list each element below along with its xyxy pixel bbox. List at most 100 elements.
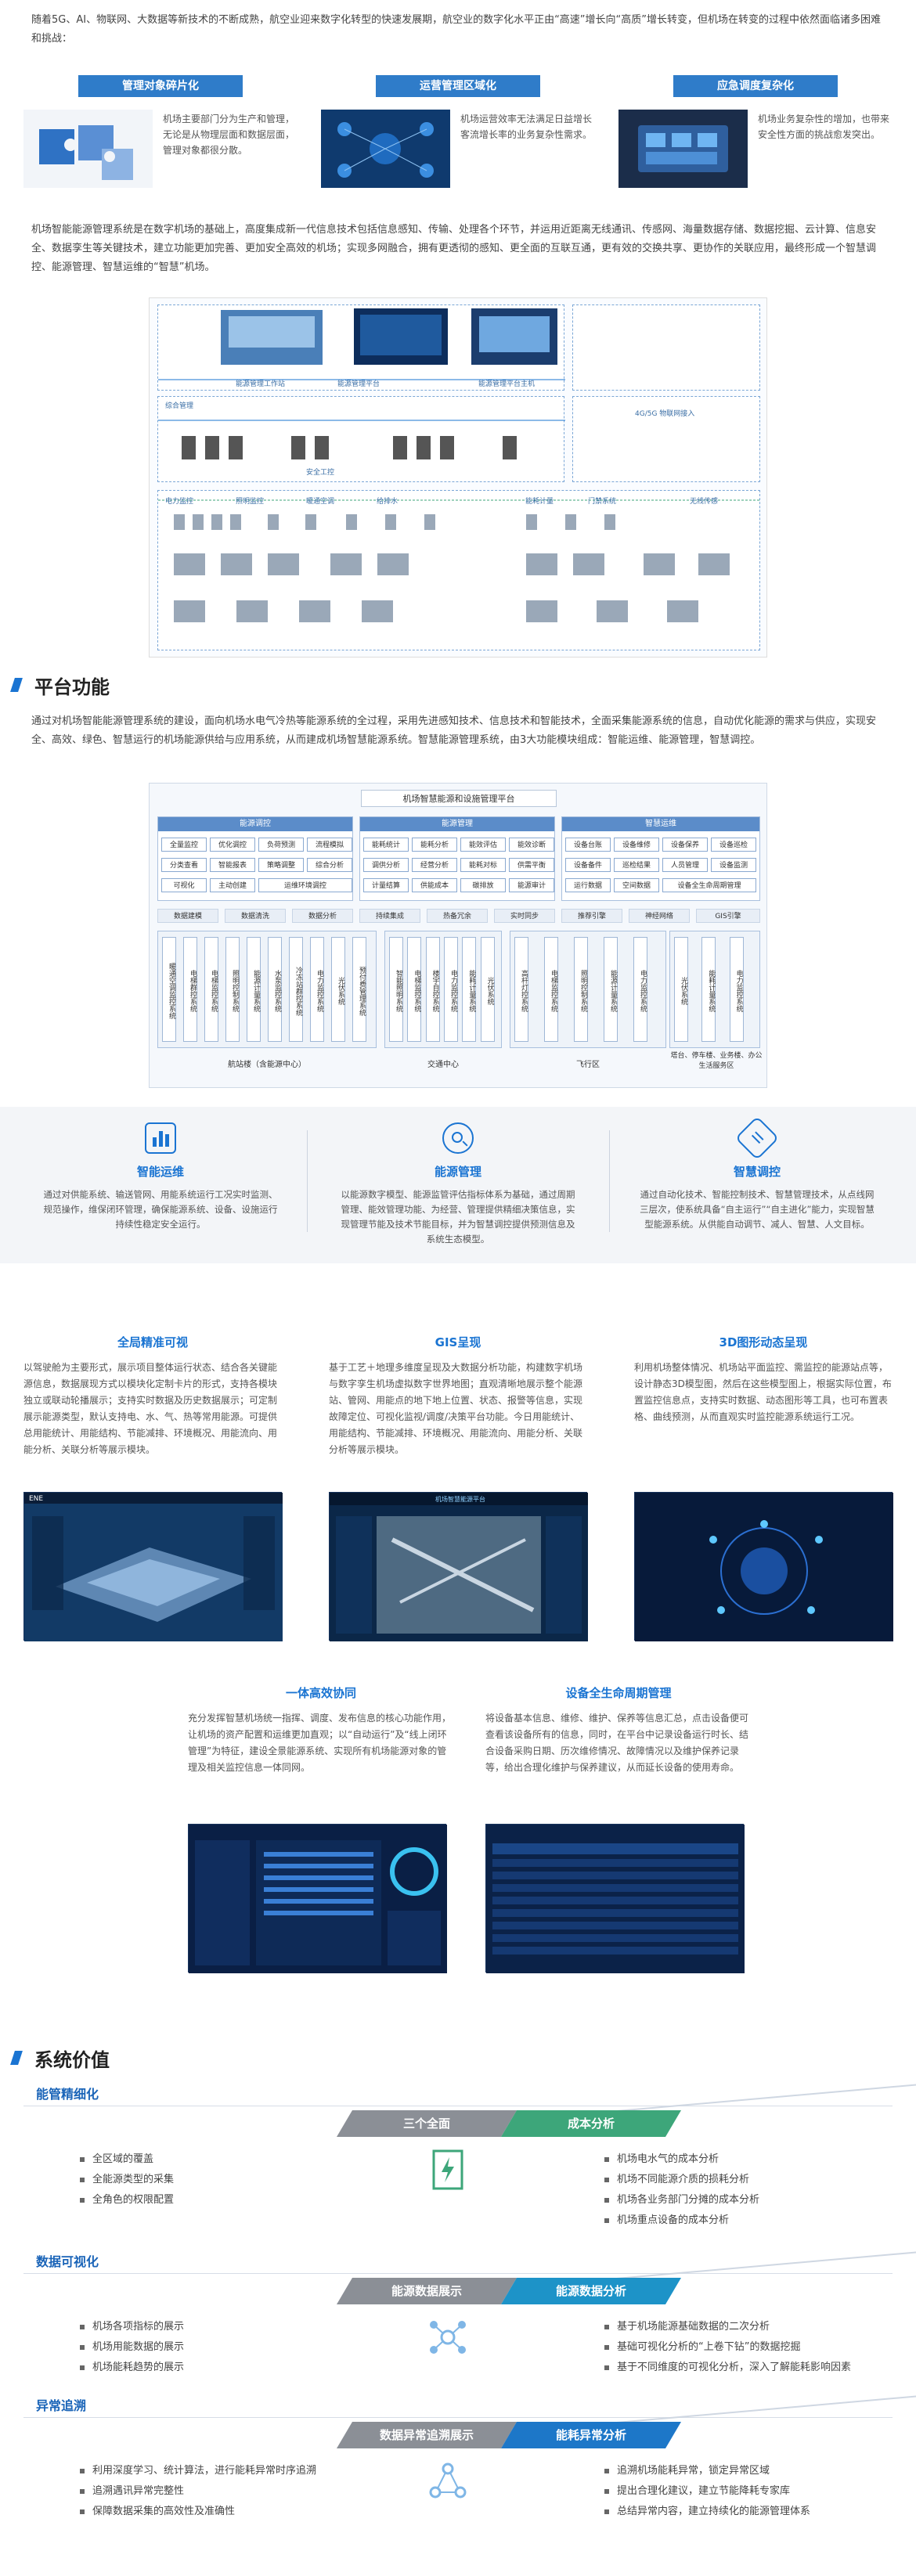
arch-middle-servers <box>158 420 565 459</box>
search-refresh-icon <box>442 1122 474 1154</box>
system-column: 能耗计量系统 <box>462 937 477 1042</box>
area-label: 飞行区 <box>576 1061 600 1069</box>
puzzle-illustration <box>23 110 153 188</box>
area-label: 塔台、停车楼、业务楼、办公生活服务区 <box>670 1052 763 1070</box>
system-column: 能源计量系统 <box>604 937 618 1042</box>
system-column: 电梯监控系统 <box>407 937 422 1042</box>
device-list-view <box>486 1825 745 1973</box>
arch-label: 综合管理 <box>165 402 194 410</box>
arch-middle-tier <box>157 396 565 482</box>
screenshot-airport-3d: ENE <box>23 1492 283 1641</box>
challenge-title: 运营管理区域化 <box>376 75 540 97</box>
arch-label: 能耗计量 <box>525 498 554 506</box>
screenshot-device-list <box>485 1824 745 1973</box>
function-gis: GIS呈现 基于工艺＋地理多维度呈现及大数据分析功能，构建数字机场与数字孪生机场… <box>329 1335 583 1455</box>
screenshot-3d-dynamic <box>634 1492 893 1641</box>
value-tag-left: 数据异常追溯展示 <box>337 2422 517 2448</box>
arch-label: 能源管理平台主机 <box>478 380 536 388</box>
brand-text: ENE <box>29 1495 43 1503</box>
platform-group-maintenance: 智慧运维 设备台账 设备维修 设备保养 设备巡检 设备备件 巡检结果 人员管理 … <box>561 816 760 901</box>
function-collaboration: 一体高效协同 充分发挥智慧机场统一指挥、调度、发布信息的核心功能作用，让机场的资… <box>188 1686 452 1773</box>
architecture-diagram: 能源管理工作站 综合管理 能源管理平台 能源管理平台主机 4G/5G 物联网接入… <box>149 297 767 658</box>
challenge-text: 机场业务复杂性的增加，也带来安全性方面的挑战愈发突出。 <box>758 113 890 140</box>
challenge-card-3: 应急调度复杂化 机场业务复杂性的增加，也带来安全性方面的挑战愈发突出。 <box>618 75 893 193</box>
challenge-text: 机场运营效率无法满足日益增长客流增长率的业务复杂性需求。 <box>460 113 593 140</box>
bar-chart-icon <box>145 1122 176 1154</box>
arch-label: 能源管理平台 <box>337 380 380 388</box>
arch-field-tier <box>157 490 761 650</box>
challenge-card-2: 运营管理区域化 机场运营效率无法满足日益增长客流增长率的业务复杂性需求。 <box>321 75 595 193</box>
section-platform-heading: 平台功能 <box>10 672 326 700</box>
function-global-visual: 全局精准可视 以驾驶舱为主要形式，展示项目整体运行状态、结合各关键能源信息，数据… <box>23 1335 278 1455</box>
system-column: 电梯监控系统 <box>204 937 218 1042</box>
feature-smart-control: 智慧调控 通过自动化技术、智能控制技术、智慧管理技术，从点线网三层次，使系统具备… <box>612 1115 902 1252</box>
area-label: 航站楼（含能源中心） <box>228 1061 306 1069</box>
system-column: 暖通空调监控系统 <box>162 937 176 1042</box>
value-right-list: 机场电水气的成本分析 机场不同能源介质的损耗分析 机场各业务部门分摊的成本分析 … <box>603 2149 759 2231</box>
feature-energy-mgmt: 能源管理 以能源数字模型、能源监管评估指标体系为基础，通过周期管理、能效管理功能… <box>313 1122 603 1252</box>
function-lifecycle: 设备全生命周期管理 将设备基本信息、维修、维护、保养等信息汇总，点击设备便可查看… <box>485 1686 749 1773</box>
value-block-fine-mgmt: 能管精细化 三个全面 成本分析 全区域的覆盖 全能源类型的采集 全角色的权限配置… <box>23 2082 916 2240</box>
arch-field-devices <box>158 499 761 622</box>
arch-top-images <box>158 308 565 380</box>
arch-label: 能源管理工作站 <box>236 380 286 388</box>
value-tag-left: 能源数据展示 <box>337 2278 517 2304</box>
arch-label: 无线传感 <box>690 498 719 506</box>
system-column: 水泵监控系统 <box>268 937 282 1042</box>
arch-label: 给排水 <box>377 498 398 506</box>
platform-group-dispatch: 能源调控 全量监控 优化调控 负荷预测 流程模拟 分类查看 智能报表 策略调整 … <box>157 816 353 901</box>
network-nodes-icon <box>430 2321 466 2354</box>
value-left-list: 机场各项指标的展示 机场用能数据的展示 机场能耗趋势的展示 <box>78 2317 184 2378</box>
arch-label: 暖通空调 <box>306 498 335 506</box>
platform-title: 机场智慧能源和设施管理平台 <box>361 790 557 807</box>
dashboard-view <box>189 1825 447 1973</box>
function-3d: 3D图形动态呈现 利用机场整体情况、机场站平面监控、需监控的能源站点等，设计静态… <box>634 1335 892 1422</box>
value-right-list: 追溯机场能耗异常，锁定异常区域 提出合理化建议，建立节能降耗专家库 总结异常内容… <box>603 2461 810 2522</box>
arch-label: 安全工控 <box>306 469 335 477</box>
section-title: 平台功能 <box>34 676 110 698</box>
system-column: 光伏系统 <box>331 937 345 1042</box>
platform-title-text: 机场智慧能源平台 <box>435 1495 485 1503</box>
network-illustration <box>321 110 450 188</box>
arch-label: 电力监控 <box>165 498 194 506</box>
lightning-document-icon <box>432 2149 463 2190</box>
system-column: 智能照明系统 <box>389 937 403 1042</box>
arch-iot-tier <box>572 396 760 482</box>
system-column: 光伏系统 <box>480 937 495 1042</box>
feature-smart-ops: 智能运维 通过对供能系统、输送管网、用能系统运行工况实时监测、规范操作，维保闭环… <box>16 1122 305 1252</box>
molecule-icon <box>429 2463 467 2499</box>
value-tag-right: 能源数据分析 <box>501 2278 681 2304</box>
value-left-list: 利用深度学习、统计算法，进行能耗异常时序追溯 追溯遇讯异常完整性 保障数据采集的… <box>78 2461 316 2522</box>
arch-label: 照明监控 <box>236 498 265 506</box>
gis-map-view: 机场智慧能源平台 <box>330 1493 588 1641</box>
control-panel-illustration <box>618 110 748 188</box>
platform-diagram: 机场智慧能源和设施管理平台 能源调控 全量监控 优化调控 负荷预测 流程模拟 分… <box>149 783 767 1088</box>
system-column: 电力监控系统 <box>444 937 458 1042</box>
system-column: 电力监控系统 <box>729 937 744 1042</box>
3d-dynamic-view <box>635 1493 893 1641</box>
challenge-title: 管理对象碎片化 <box>78 75 243 97</box>
arch-label: 门禁系统 <box>588 498 617 506</box>
value-left-list: 全区域的覆盖 全能源类型的采集 全角色的权限配置 <box>78 2149 174 2210</box>
value-right-list: 基于机场能源基础数据的二次分析 基础可视化分析的“上卷下钻”的数据挖掘 基于不同… <box>603 2317 851 2378</box>
system-description: 机场智能能源管理系统是在数字机场的基础上，高度集成新一代信息技术包括信息感知、传… <box>31 224 877 273</box>
system-column: 电梯群控系统 <box>183 937 197 1042</box>
value-block-data-visual: 数据可视化 能源数据展示 能源数据分析 机场各项指标的展示 机场用能数据的展示 … <box>23 2250 916 2408</box>
intro-text: 随着5G、AI、物联网、大数据等新技术的不断成熟，航空业迎来数字化转型的快速发展… <box>31 14 882 45</box>
challenge-title: 应急调度复杂化 <box>673 75 838 97</box>
airport-3d-view: ENE <box>24 1493 283 1641</box>
system-column: 能源计量系统 <box>247 937 261 1042</box>
system-column: 照明控制系统 <box>225 937 240 1042</box>
screenshot-dashboard <box>188 1824 447 1973</box>
system-column: 冷冻站群控系统 <box>289 937 303 1042</box>
system-column: 预付费管理系统 <box>352 937 366 1042</box>
value-tag-left: 三个全面 <box>337 2110 517 2137</box>
value-tag-right: 成本分析 <box>501 2110 681 2137</box>
system-column: 楼宇自控系统 <box>425 937 440 1042</box>
features-band: 智能运维 通过对供能系统、输送管网、用能系统运行工况实时监测、规范操作，维保闭环… <box>0 1107 916 1263</box>
platform-group-energy: 能源管理 能耗统计 能耗分析 能效评估 能效诊断 调供分析 经营分析 能耗对标 … <box>359 816 555 901</box>
system-column: 能耗计量系统 <box>701 937 716 1042</box>
system-column: 光伏系统 <box>674 937 688 1042</box>
area-label: 交通中心 <box>427 1061 459 1069</box>
screenshot-gis: 机场智慧能源平台 <box>329 1492 588 1641</box>
